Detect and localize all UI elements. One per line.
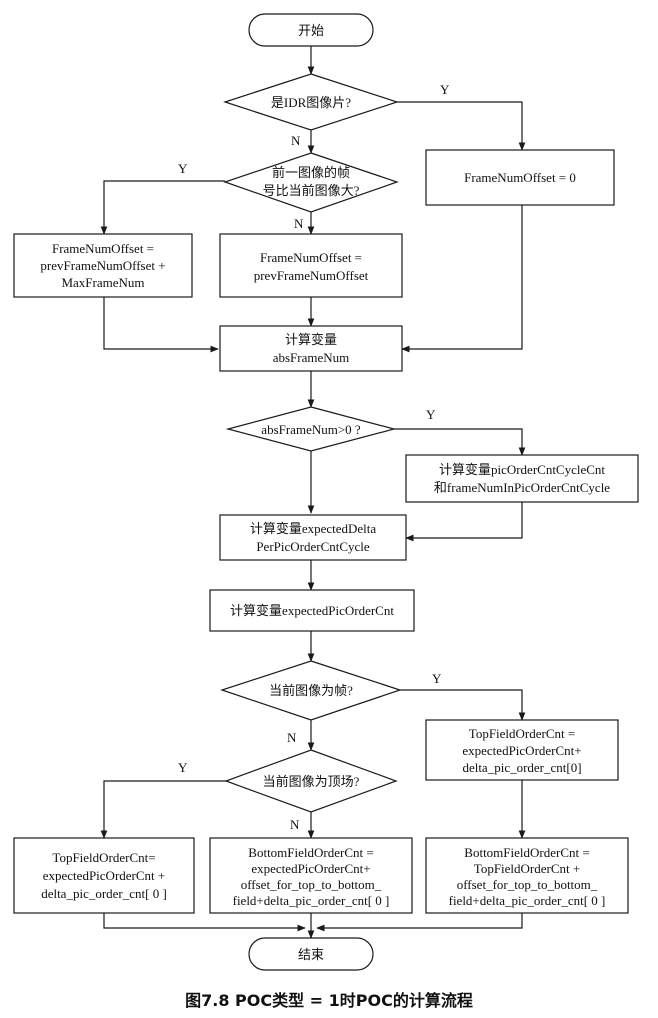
process-offset-max: FrameNumOffset = prevFrameNumOffset + Ma… — [13, 233, 193, 298]
decision-frame-compare-line1: 前一图像的帧 — [272, 165, 350, 180]
process-bottom-order-field-line1: BottomFieldOrderCnt = — [248, 845, 373, 860]
process-abs-frame-num-line2: absFrameNum — [273, 350, 350, 365]
edge-frame-yes — [400, 689, 526, 721]
process-expected-delta-line1: 计算变量expectedDelta — [250, 521, 377, 536]
decision-is-frame: 当前图像为帧? — [220, 660, 402, 721]
start-shape — [248, 13, 374, 47]
process-expected-delta: 计算变量expectedDelta PerPicOrderCntCycle — [219, 514, 407, 561]
process-bottom-order-frame: BottomFieldOrderCnt = TopFieldOrderCnt +… — [425, 837, 629, 914]
process-offset-prev-shape — [219, 233, 403, 298]
process-abs-frame-num-shape — [219, 325, 403, 372]
process-expected-poc-text: 计算变量expectedPicOrderCnt — [230, 603, 394, 618]
figure-caption: 图7.8 POC类型 = 1时POC的计算流程 — [185, 991, 473, 1010]
edge-bottomframe-to-merge — [316, 913, 523, 932]
start-text: 开始 — [298, 23, 324, 38]
process-bottom-order-field: BottomFieldOrderCnt = expectedPicOrderCn… — [209, 837, 413, 914]
decision-is-frame-text: 当前图像为帧? — [269, 683, 353, 698]
edge-cycle-to-expdelta — [405, 502, 523, 542]
process-top-order-frame: TopFieldOrderCnt = expectedPicOrderCnt+ … — [425, 719, 619, 781]
process-offset-zero-text: FrameNumOffset = 0 — [464, 170, 576, 185]
process-top-order-frame-shape — [425, 719, 619, 781]
decision-is-idr-shape — [223, 73, 399, 131]
decision-is-top-field-shape — [224, 749, 398, 813]
process-bottom-order-frame-line3: offset_for_top_to_bottom_ — [457, 877, 598, 892]
process-bottom-order-field-shape — [209, 837, 413, 914]
end-shape — [248, 937, 374, 971]
process-expected-delta-line2: PerPicOrderCntCycle — [256, 539, 370, 554]
process-top-order-field: TopFieldOrderCnt= expectedPicOrderCnt + … — [13, 837, 195, 914]
process-abs-frame-num: 计算变量 absFrameNum — [219, 325, 403, 372]
process-expected-poc-shape — [209, 589, 415, 632]
process-bottom-order-field-line4: field+delta_pic_order_cnt[ 0 ] — [233, 893, 390, 908]
process-bottom-order-field-line2: expectedPicOrderCnt+ — [251, 861, 370, 876]
process-offset-prev-line1: FrameNumOffset = — [260, 250, 362, 265]
label-no-frame: N — [287, 730, 297, 745]
process-abs-frame-num-line1: 计算变量 — [285, 332, 337, 347]
decision-is-top-field-text: 当前图像为顶场? — [263, 774, 360, 789]
process-top-order-field-line3: delta_pic_order_cnt[ 0 ] — [41, 886, 167, 901]
process-cycle-cnt: 计算变量picOrderCntCycleCnt 和frameNumInPicOr… — [405, 454, 639, 503]
process-top-order-field-line1: TopFieldOrderCnt= — [52, 850, 155, 865]
process-bottom-order-frame-line2: TopFieldOrderCnt + — [474, 861, 580, 876]
process-offset-zero: FrameNumOffset = 0 — [425, 149, 615, 206]
label-yes-abs: Y — [426, 407, 436, 422]
branch-labels: Y N Y N Y Y N Y N — [178, 82, 450, 832]
process-bottom-order-frame-line1: BottomFieldOrderCnt = — [464, 845, 589, 860]
process-offset-max-line3: MaxFrameNum — [61, 275, 144, 290]
connectors — [100, 46, 526, 939]
process-cycle-cnt-line2: 和frameNumInPicOrderCntCycle — [434, 480, 610, 495]
process-top-order-frame-line2: expectedPicOrderCnt+ — [462, 743, 581, 758]
edge-check-yes — [394, 428, 526, 456]
process-expected-delta-shape — [219, 514, 407, 561]
decision-is-frame-shape — [220, 660, 402, 721]
end-terminal: 结束 — [248, 937, 374, 971]
decision-abs-gt-zero-shape — [225, 406, 397, 452]
decision-abs-gt-zero-text: absFrameNum>0 ? — [261, 422, 361, 437]
edge-top-yes — [100, 780, 228, 839]
decision-is-top-field: 当前图像为顶场? — [224, 749, 398, 813]
edge-cmp-yes — [100, 180, 225, 235]
end-text: 结束 — [298, 947, 324, 962]
decision-frame-compare-shape — [223, 152, 399, 213]
edge-zero-to-abs — [401, 205, 523, 353]
process-offset-max-line1: FrameNumOffset = — [52, 241, 154, 256]
decision-frame-compare: 前一图像的帧 号比当前图像大? — [223, 152, 399, 213]
process-top-order-field-line2: expectedPicOrderCnt + — [43, 868, 165, 883]
label-no-cmp: N — [294, 216, 304, 231]
process-offset-max-line2: prevFrameNumOffset + — [40, 258, 165, 273]
label-yes-top: Y — [178, 760, 188, 775]
edge-idr-yes — [397, 101, 526, 151]
process-offset-prev-line2: prevFrameNumOffset — [254, 268, 369, 283]
process-cycle-cnt-line1: 计算变量picOrderCntCycleCnt — [439, 462, 605, 477]
edge-max-to-abs — [103, 297, 219, 353]
process-offset-max-shape — [13, 233, 193, 298]
process-offset-prev: FrameNumOffset = prevFrameNumOffset — [219, 233, 403, 298]
label-no-idr: N — [291, 133, 301, 148]
decision-is-idr-text: 是IDR图像片? — [271, 95, 351, 110]
label-yes-frame: Y — [432, 671, 442, 686]
label-no-top: N — [290, 817, 300, 832]
process-bottom-order-field-line3: offset_for_top_to_bottom_ — [241, 877, 382, 892]
process-cycle-cnt-shape — [405, 454, 639, 503]
process-top-order-frame-line1: TopFieldOrderCnt = — [469, 726, 575, 741]
decision-abs-gt-zero: absFrameNum>0 ? — [225, 406, 397, 452]
process-bottom-order-frame-shape — [425, 837, 629, 914]
start-terminal: 开始 — [248, 13, 374, 47]
process-offset-zero-shape — [425, 149, 615, 206]
process-top-order-frame-line3: delta_pic_order_cnt[0] — [462, 760, 581, 775]
decision-frame-compare-line2: 号比当前图像大? — [263, 183, 360, 198]
edge-topfield-to-merge — [103, 913, 306, 932]
process-top-order-field-shape — [13, 837, 195, 914]
label-yes-idr: Y — [440, 82, 450, 97]
process-expected-poc: 计算变量expectedPicOrderCnt — [209, 589, 415, 632]
process-bottom-order-frame-line4: field+delta_pic_order_cnt[ 0 ] — [449, 893, 606, 908]
label-yes-cmp: Y — [178, 161, 188, 176]
decision-is-idr: 是IDR图像片? — [223, 73, 399, 131]
